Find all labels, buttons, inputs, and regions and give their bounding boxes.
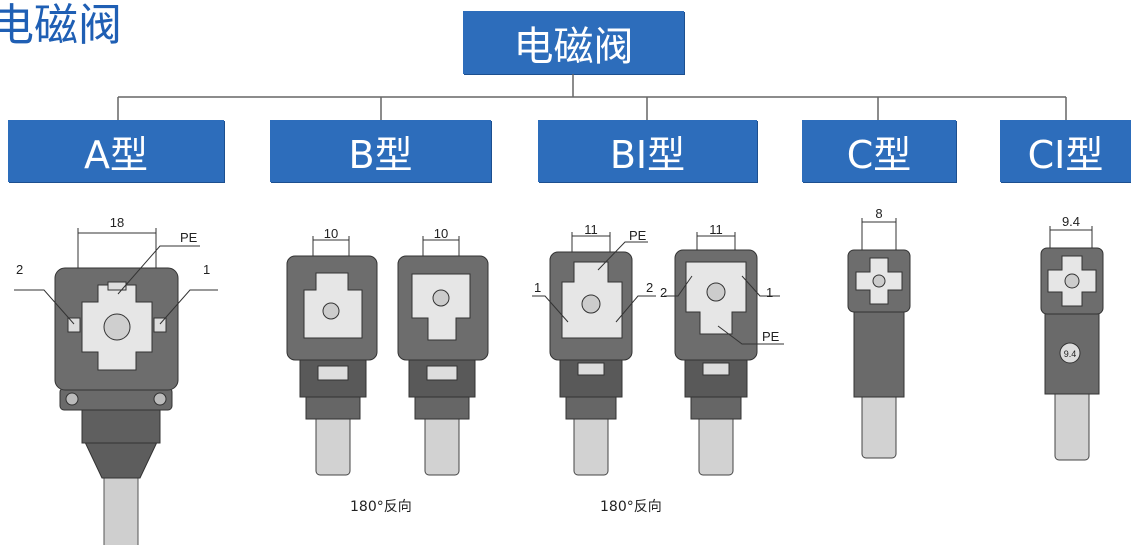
caption-bi-reverse: 180°反向 xyxy=(600,499,662,515)
type-header-ci: CI型 xyxy=(1000,120,1131,182)
dimension-b-width-2: 10 xyxy=(434,226,448,241)
type-header-bi: BI型 xyxy=(538,120,757,182)
dimension-bi-width-2: 11 xyxy=(709,222,723,237)
connector-bi-2: 11 2 1 PE xyxy=(660,222,784,476)
connector-b-2: 10 xyxy=(397,226,489,476)
dimension-c-width: 8 xyxy=(875,206,882,221)
connector-b-1: 10 xyxy=(286,226,378,476)
caption-b-reverse: 180°反向 xyxy=(350,499,412,515)
root-header: 电磁阀 xyxy=(463,11,684,74)
connector-bi-1: 11 PE 1 2 xyxy=(532,222,656,476)
ci-size-badge: 9.4 xyxy=(1064,349,1077,359)
type-header-b: B型 xyxy=(270,120,491,182)
dimension-ci-width: 9.4 xyxy=(1062,214,1080,229)
dimension-bi-width-1: 11 xyxy=(584,222,598,237)
pin2-label-a: 2 xyxy=(16,262,23,277)
dimension-b-width-1: 10 xyxy=(324,226,338,241)
type-header-c: C型 xyxy=(802,120,956,182)
pin1-label-bi-1: 1 xyxy=(534,280,541,295)
pin2-label-bi-1: 2 xyxy=(646,280,653,295)
pin1-label-bi-2: 1 xyxy=(766,285,773,300)
dimension-a-width: 18 xyxy=(110,215,124,230)
connector-ci: 9.4 9.4 xyxy=(1040,214,1104,461)
connector-c: 8 xyxy=(847,206,911,459)
pin1-label-a: 1 xyxy=(203,262,210,277)
tree-lines xyxy=(117,74,1067,120)
corner-title: 电磁阀 xyxy=(0,0,122,51)
pe-label-bi-2: PE xyxy=(762,329,780,344)
connector-a: 18 PE 2 1 xyxy=(14,215,218,545)
pe-label-bi-1: PE xyxy=(629,228,647,243)
pe-label-a: PE xyxy=(180,230,198,245)
pin2-label-bi-2: 2 xyxy=(660,285,667,300)
type-header-a: A型 xyxy=(8,120,224,182)
